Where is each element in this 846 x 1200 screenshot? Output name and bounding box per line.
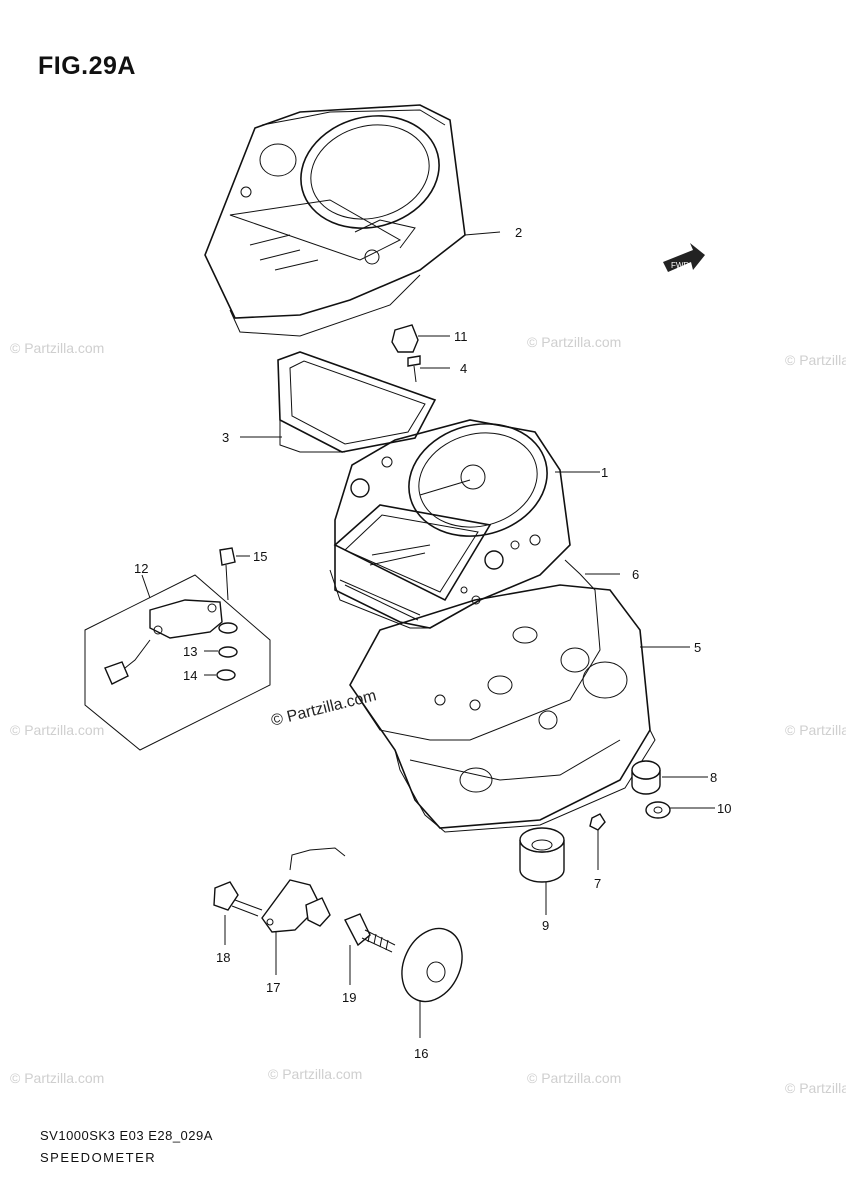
fwd-arrow-icon: FWD bbox=[663, 243, 705, 272]
sensor-part-17 bbox=[261, 847, 346, 975]
nut-part-14 bbox=[204, 669, 236, 681]
callout-5: 5 bbox=[694, 640, 701, 655]
callout-19: 19 bbox=[342, 990, 356, 1005]
bolt-part-18 bbox=[213, 881, 263, 945]
watermark: © Partzilla.com bbox=[10, 340, 105, 356]
diagram-name: SPEEDOMETER bbox=[40, 1150, 157, 1165]
meter-case-part-5 bbox=[349, 584, 690, 833]
bolt-part-15 bbox=[219, 547, 250, 601]
callout-9: 9 bbox=[542, 918, 549, 933]
watermark: © Partzilla.com bbox=[527, 1070, 622, 1086]
callout-10: 10 bbox=[717, 801, 731, 816]
grommet-part-8 bbox=[631, 760, 708, 795]
washer-part-13 bbox=[204, 622, 238, 658]
bracket-group-part-12 bbox=[84, 574, 271, 751]
callout-8: 8 bbox=[710, 770, 717, 785]
callout-15: 15 bbox=[253, 549, 267, 564]
callout-6: 6 bbox=[632, 567, 639, 582]
watermark: © Partzilla.com bbox=[785, 352, 846, 368]
wire-part-6 bbox=[359, 559, 620, 741]
screw-part-4 bbox=[407, 355, 450, 383]
callout-1: 1 bbox=[601, 465, 608, 480]
callout-17: 17 bbox=[266, 980, 280, 995]
callout-4: 4 bbox=[460, 361, 467, 376]
damper-part-9 bbox=[519, 827, 565, 915]
watermark: © Partzilla.com bbox=[527, 334, 622, 350]
callout-16: 16 bbox=[414, 1046, 428, 1061]
callout-7: 7 bbox=[594, 876, 601, 891]
callout-18: 18 bbox=[216, 950, 230, 965]
grommet-part-11 bbox=[391, 324, 450, 353]
fwd-label: FWD bbox=[671, 261, 689, 270]
callout-11: 11 bbox=[454, 329, 468, 344]
watermark: © Partzilla.com bbox=[10, 722, 105, 738]
collar-part-10 bbox=[645, 801, 715, 819]
lens-part-3 bbox=[240, 351, 437, 453]
diagram-code: SV1000SK3 E03 E28_029A bbox=[40, 1128, 213, 1143]
shaft-part-19 bbox=[344, 913, 396, 985]
watermark: © Partzilla.com bbox=[785, 722, 846, 738]
figure-title: FIG.29A bbox=[38, 52, 136, 80]
watermark: © Partzilla.com bbox=[785, 1080, 846, 1096]
callout-12: 12 bbox=[134, 561, 148, 576]
callout-2: 2 bbox=[515, 225, 522, 240]
speedometer-assembly-part-1 bbox=[329, 419, 600, 629]
screw-part-7 bbox=[589, 813, 606, 870]
meter-cover-part-2 bbox=[204, 104, 501, 337]
callout-13: 13 bbox=[183, 644, 197, 659]
disc-part-16 bbox=[401, 927, 463, 1038]
callout-3: 3 bbox=[222, 430, 229, 445]
watermark: © Partzilla.com bbox=[268, 1066, 363, 1082]
watermark: © Partzilla.com bbox=[10, 1070, 105, 1086]
callout-14: 14 bbox=[183, 668, 197, 683]
